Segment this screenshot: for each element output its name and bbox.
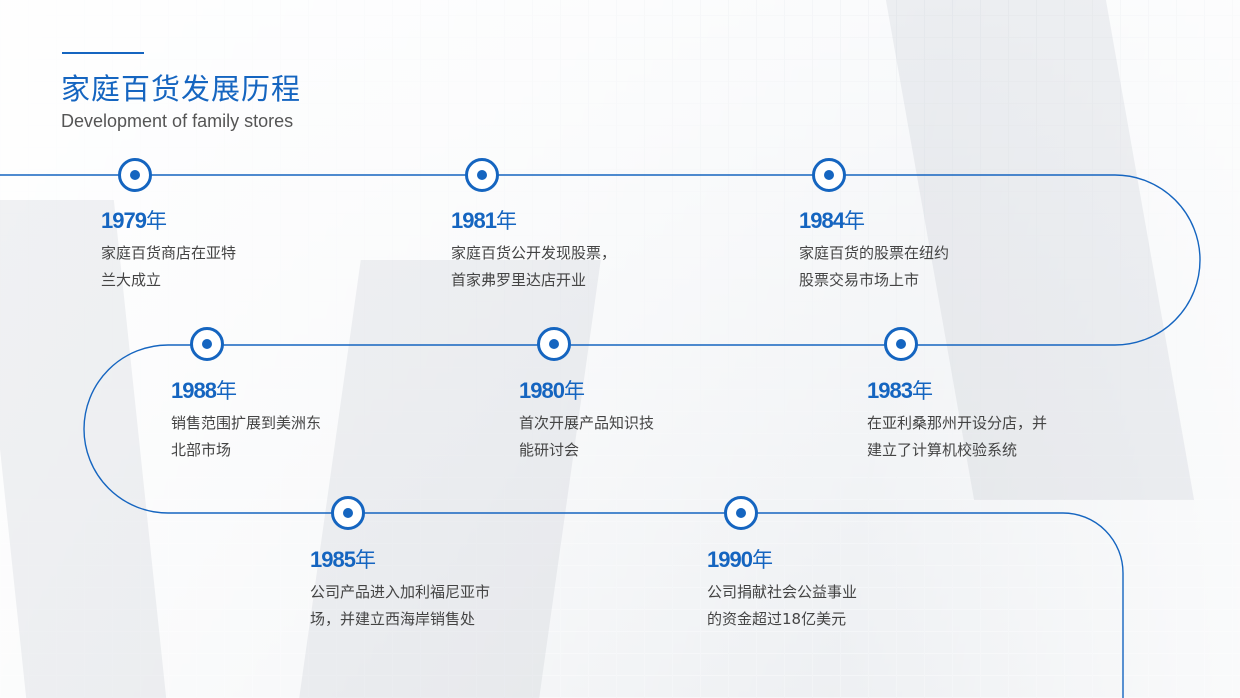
timeline-year: 1990年 <box>707 544 773 574</box>
node-dot <box>549 339 559 349</box>
timeline-node <box>190 327 224 361</box>
timeline-node <box>884 327 918 361</box>
description-line: 家庭百货的股票在纽约 <box>799 244 950 262</box>
year-number: 1979 <box>101 208 147 233</box>
description-line: 北部市场 <box>171 441 232 459</box>
timeline-description: 家庭百货的股票在纽约股票交易市场上市 <box>799 240 1014 294</box>
year-number: 1988 <box>171 378 217 403</box>
description-line: 在亚利桑那州开设分店，并 <box>867 414 1048 432</box>
year-number: 1984 <box>799 208 845 233</box>
year-number: 1985 <box>310 547 356 572</box>
year-suffix: 年 <box>843 209 865 233</box>
node-dot <box>130 170 140 180</box>
description-line: 首次开展产品知识技 <box>519 414 655 432</box>
timeline-year: 1988年 <box>171 375 237 405</box>
page-title: 家庭百货发展历程 <box>61 72 302 106</box>
description-line: 股票交易市场上市 <box>799 271 920 289</box>
description-line: 家庭百货公开发现股票， <box>451 244 617 262</box>
description-line: 销售范围扩展到美洲东 <box>171 414 322 432</box>
year-number: 1980 <box>519 378 565 403</box>
year-suffix: 年 <box>354 548 376 572</box>
timeline-description: 销售范围扩展到美洲东北部市场 <box>171 410 386 464</box>
year-suffix: 年 <box>495 209 517 233</box>
year-suffix: 年 <box>145 209 167 233</box>
description-line: 建立了计算机校验系统 <box>867 441 1018 459</box>
year-suffix: 年 <box>751 548 773 572</box>
description-line: 场，并建立西海岸销售处 <box>310 610 476 628</box>
description-line: 首家弗罗里达店开业 <box>451 271 587 289</box>
timeline-node <box>537 327 571 361</box>
description-line: 的资金超过18亿美元 <box>707 610 847 628</box>
timeline-year: 1985年 <box>310 544 376 574</box>
page-subtitle: Development of family stores <box>61 111 294 131</box>
timeline-node <box>331 496 365 530</box>
timeline-year: 1981年 <box>451 205 517 235</box>
year-suffix: 年 <box>563 379 585 403</box>
timeline-node <box>724 496 758 530</box>
node-dot <box>477 170 487 180</box>
description-line: 公司捐献社会公益事业 <box>707 583 858 601</box>
timeline-year: 1980年 <box>519 375 585 405</box>
year-suffix: 年 <box>911 379 933 403</box>
year-number: 1990 <box>707 547 753 572</box>
timeline-node <box>812 158 846 192</box>
node-dot <box>202 339 212 349</box>
timeline-description: 公司捐献社会公益事业的资金超过18亿美元 <box>707 579 922 633</box>
timeline-node <box>465 158 499 192</box>
timeline-year: 1983年 <box>867 375 933 405</box>
description-line: 公司产品进入加利福尼亚市 <box>310 583 491 601</box>
description-line: 能研讨会 <box>519 441 580 459</box>
timeline-node <box>118 158 152 192</box>
year-number: 1981 <box>451 208 497 233</box>
timeline-description: 在亚利桑那州开设分店，并建立了计算机校验系统 <box>867 410 1102 464</box>
description-line: 兰大成立 <box>101 271 162 289</box>
description-line: 家庭百货商店在亚特 <box>101 244 237 262</box>
node-dot <box>343 508 353 518</box>
timeline-year: 1984年 <box>799 205 865 235</box>
node-dot <box>736 508 746 518</box>
year-suffix: 年 <box>215 379 237 403</box>
timeline-year: 1979年 <box>101 205 167 235</box>
timeline-description: 家庭百货商店在亚特兰大成立 <box>101 240 316 294</box>
timeline-description: 首次开展产品知识技能研讨会 <box>519 410 734 464</box>
node-dot <box>896 339 906 349</box>
title-accent-line <box>62 52 144 54</box>
year-number: 1983 <box>867 378 913 403</box>
timeline-description: 家庭百货公开发现股票， 首家弗罗里达店开业 <box>451 240 666 294</box>
node-dot <box>824 170 834 180</box>
timeline-description: 公司产品进入加利福尼亚市场，并建立西海岸销售处 <box>310 579 545 633</box>
